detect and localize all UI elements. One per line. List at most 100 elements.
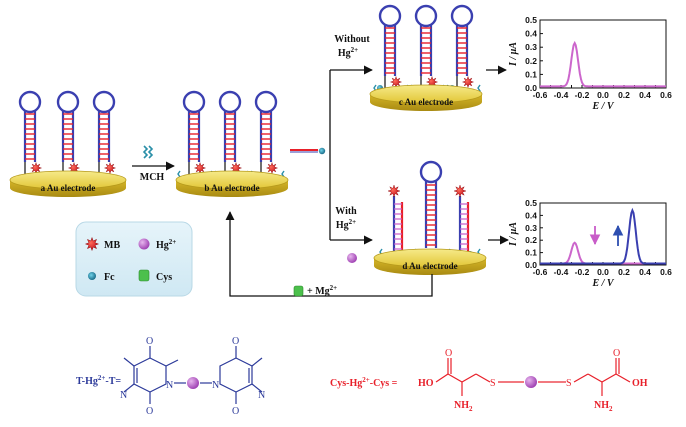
cys-nh2-left: NH2: [454, 400, 473, 413]
with-hg-text: Hg: [336, 220, 349, 231]
x-axis-label: E / V: [591, 278, 614, 289]
mb-label-icon: [453, 184, 467, 198]
thymine-left-n-bottom: N: [120, 390, 127, 401]
cys-nh-sub-left: 2: [469, 405, 473, 413]
fc-icon: [318, 147, 326, 155]
series-line: [540, 207, 666, 265]
legend-hg: Hg2+: [138, 238, 176, 251]
without-hg-label: Hg2+: [338, 46, 358, 59]
gold-electrode-b: [175, 170, 289, 197]
cys-nh-right: NH: [594, 400, 609, 411]
probe-loop: [182, 90, 206, 114]
cys-prefix: Cys-Hg: [330, 378, 362, 389]
mch-label: MCH: [140, 172, 165, 183]
electrode-b-panel: b Au electrode: [175, 90, 289, 197]
legend-hg-text: Hg: [156, 240, 169, 251]
thymine-left-o-bottom: O: [146, 406, 153, 417]
duplex-probes-d: [379, 160, 481, 259]
cys-skeleton: [435, 358, 631, 396]
thymine-right-n-bottom: N: [258, 390, 265, 401]
cys-nh-left: NH: [454, 400, 469, 411]
y-tick-label: 0.1: [525, 248, 537, 258]
fc-legend-icon: [88, 272, 96, 280]
gold-electrode-d: [373, 248, 487, 275]
plot-frame: [539, 19, 667, 89]
legend-box: MB Hg2+ Fc Cys: [75, 221, 193, 297]
x-tick-label: -0.2: [575, 267, 590, 277]
x-tick-label: -0.6: [533, 90, 548, 100]
y-tick-label: 0.4: [525, 210, 537, 220]
cys-o-right: O: [613, 348, 620, 359]
formula-cys: Cys-Hg2+-Cys = HO O NH2 S S O NH2: [330, 348, 648, 413]
electrode-d-label: d Au electrode: [402, 261, 457, 271]
probe-loop: [18, 90, 42, 114]
thymine-right-ring: [219, 346, 263, 404]
thymine-right-o-top: O: [232, 336, 239, 347]
x-tick-label: 0.0: [597, 267, 609, 277]
with-hg-charge: 2+: [349, 218, 357, 226]
cys-suffix: -Cys =: [370, 378, 398, 389]
electrode-c-panel: c Au electrode: [369, 4, 483, 111]
x-tick-label: 0.0: [597, 90, 609, 100]
mg-label: + Mg2+: [307, 284, 337, 297]
electrode-c-label: c Au electrode: [399, 97, 453, 107]
series-line: [540, 40, 666, 88]
electrode-a-label: a Au electrode: [41, 183, 96, 193]
legend-mb: MB: [84, 236, 120, 252]
fc-probe-addition: [290, 147, 326, 155]
electrode-b-label: b Au electrode: [204, 183, 259, 193]
cys-s-right: S: [566, 378, 572, 389]
y-tick-label: 0.3: [525, 42, 537, 52]
branch-connectors: [329, 65, 373, 245]
hairpin-probes-b: [177, 90, 285, 181]
mg-text: + Mg: [307, 286, 330, 297]
y-axis-label: I / μA: [508, 42, 519, 67]
x-tick-label: -0.6: [533, 267, 548, 277]
legend-fc-label: Fc: [104, 272, 115, 283]
probe-loop: [378, 4, 402, 28]
y-axis-label: I / μA: [508, 222, 519, 247]
y-tick-label: 0.5: [525, 15, 537, 25]
gold-electrode-c: [369, 84, 483, 111]
without-hg-text: Hg: [338, 48, 351, 59]
thymine-left-ring: [123, 346, 179, 404]
cys-hg-atom: [525, 376, 537, 388]
cys-nh-sub-right: 2: [609, 405, 613, 413]
mb-label-icon: [265, 161, 279, 175]
hg-legend-icon: [138, 238, 150, 250]
mb-label-icon: [103, 161, 117, 175]
x-axis-label: E / V: [591, 101, 614, 112]
probe-loop: [218, 90, 242, 114]
cys-o-left: O: [445, 348, 452, 359]
thymine-left-o-top: O: [146, 336, 153, 347]
mch-step: MCH: [132, 145, 175, 183]
x-tick-label: 0.6: [660, 267, 672, 277]
hg-ion-icon: [347, 253, 357, 263]
thg-prefix: T-Hg: [76, 376, 98, 387]
cys-oh-label: OH: [632, 378, 648, 389]
x-tick-label: 0.6: [660, 90, 672, 100]
y-tick-label: 0.2: [525, 235, 537, 245]
probe-loop: [450, 4, 474, 28]
x-tick-label: 0.2: [618, 90, 630, 100]
cys-legend-icon: [138, 269, 150, 282]
cys-nh2-right: NH2: [594, 400, 613, 413]
mb-label-icon: [387, 184, 401, 198]
legend-hg-label: Hg2+: [156, 238, 176, 251]
with-hg-label: Hg2+: [336, 218, 356, 231]
probe-loop: [56, 90, 80, 114]
mb-icon: [84, 236, 100, 252]
thg-suffix: -T=: [105, 376, 121, 387]
legend-cys: Cys: [138, 269, 172, 283]
probe-loop: [419, 160, 443, 184]
legend-fc: Fc: [88, 272, 115, 283]
x-tick-label: 0.2: [618, 267, 630, 277]
hairpin-probes-a: [18, 90, 117, 180]
hairpin-probes-c: [373, 4, 481, 95]
mg-charge: 2+: [330, 284, 338, 292]
cys-formula-label: Cys-Hg2+-Cys =: [330, 376, 398, 389]
legend-cys-label: Cys: [156, 272, 172, 283]
thymine-left-n-right: N: [166, 380, 173, 391]
